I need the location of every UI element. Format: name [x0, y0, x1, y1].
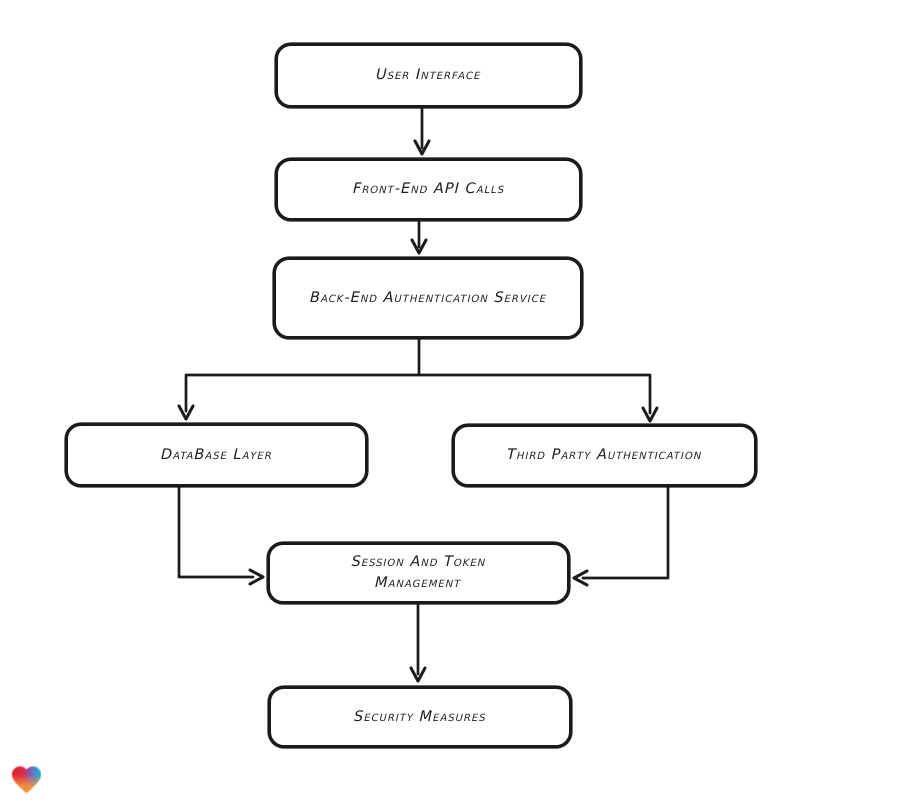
- node-label: Session And Token Management: [351, 554, 487, 591]
- node-third-party-authentication: Third Party Authentication: [452, 424, 757, 487]
- edge-thirdparty-to-session: [581, 485, 670, 580]
- edge-backend-branch: [184, 337, 652, 415]
- node-label: Security Measures: [353, 708, 487, 725]
- node-label: Back-End Authentication Service: [309, 289, 547, 306]
- node-label: Third Party Authentication: [506, 447, 703, 463]
- lovable-heart-logo[interactable]: [8, 762, 45, 797]
- arrowhead-down-icon: [410, 238, 428, 255]
- node-security-measures: Security Measures: [268, 686, 572, 748]
- arrowhead-down-icon: [177, 404, 195, 421]
- node-session-and-token-management: Session And Token Management: [267, 542, 570, 604]
- arrowhead-left-icon: [572, 569, 589, 587]
- arrowhead-down-icon: [409, 666, 427, 683]
- arrowhead-right-icon: [248, 568, 265, 586]
- node-label: User Interface: [375, 67, 482, 83]
- arrowhead-down-icon: [641, 406, 659, 423]
- node-back-end-authentication-service: Back-End Authentication Service: [273, 257, 583, 339]
- node-front-end-api-calls: Front-End API Calls: [275, 158, 582, 221]
- heart-icon: [11, 766, 42, 794]
- node-label: Front-End API Calls: [352, 181, 505, 197]
- edge-database-to-session: [177, 485, 255, 579]
- node-label: DataBase Layer: [160, 446, 273, 463]
- arrowhead-down-icon: [413, 139, 431, 156]
- node-user-interface: User Interface: [275, 43, 582, 108]
- node-database-layer: DataBase Layer: [65, 423, 368, 487]
